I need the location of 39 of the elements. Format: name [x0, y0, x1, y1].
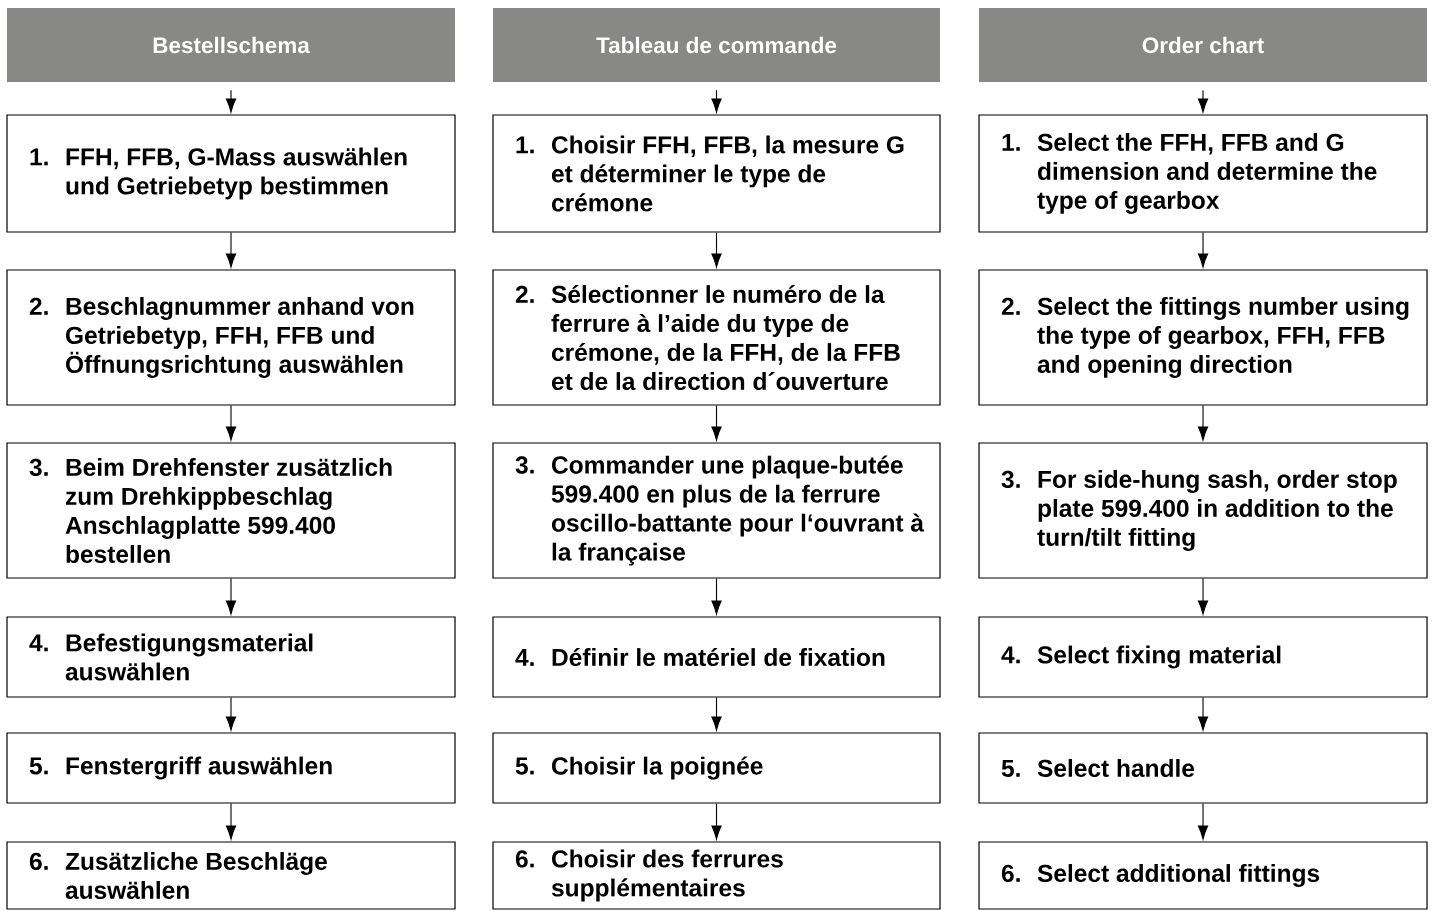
step-box: 1. FFH, FFB, G-Mass auswählen und Getriebetyp bestimmen [6, 114, 456, 233]
step-box: 6. Select additional fittings [978, 841, 1428, 910]
arrow [711, 803, 722, 840]
arrow [711, 232, 722, 268]
arrow [225, 232, 237, 268]
arrow [1197, 697, 1209, 731]
arrow [225, 697, 237, 731]
step-box: 1. Choisir FFH, FFB, la mesure G et déterminer le type de crémone [492, 114, 941, 233]
header-band: Tableau de commande [493, 8, 940, 82]
arrow [711, 578, 722, 615]
arrow [711, 697, 722, 731]
arrow [1197, 232, 1209, 268]
arrow [1197, 803, 1209, 840]
step-box: 5. Choisir la poignée [492, 732, 941, 804]
arrow [1197, 89, 1209, 113]
step-box: 6. Choisir des ferrures supplémentaires [492, 841, 941, 910]
header-band: Order chart [979, 8, 1427, 82]
step-box: 2. Sélectionner le numéro de la ferrure à l’aide du type de crémone, de la FFH, de la FFB et de la direction d´ouverture [492, 269, 941, 406]
arrow [225, 405, 237, 441]
step-box: 3. For side-hung sash, order stop plate 599.400 in addition to the turn/tilt fitting [978, 442, 1428, 579]
step-box: 4. Befestigungsmaterial auswählen [6, 616, 456, 698]
step-box: 5. Fenstergriff auswählen [6, 732, 456, 804]
arrow [225, 578, 237, 615]
arrow [225, 803, 237, 840]
arrow [711, 405, 722, 441]
arrow [711, 89, 722, 113]
step-box: 5. Select handle [978, 732, 1428, 804]
step-box: 3. Commander une plaque-butée 599.400 en plus de la ferrure oscillo-battante pour l‘ouvrant à la française [492, 442, 941, 579]
arrow [1197, 578, 1209, 615]
arrow [1197, 405, 1209, 441]
step-box: 2. Beschlagnummer anhand von Getriebetyp, FFH, FFB und Öffnungsrichtung auswählen [6, 269, 456, 406]
step-box: 3. Beim Drehfenster zusätzlich zum Drehkippbeschlag Anschlagplatte 599.400 bestellen [6, 442, 456, 579]
step-box: 4. Définir le matériel de fixation [492, 616, 941, 698]
step-box: 1. Select the FFH, FFB and G dimension and determine the type of gearbox [978, 114, 1428, 233]
step-box: 2. Select the fittings number using the type of gearbox, FFH, FFB and opening direction [978, 269, 1428, 406]
header-band: Bestellschema [7, 8, 455, 82]
step-box: 4. Select fixing material [978, 616, 1428, 698]
step-box: 6. Zusätzliche Beschläge auswählen [6, 841, 456, 910]
arrow [225, 89, 237, 113]
